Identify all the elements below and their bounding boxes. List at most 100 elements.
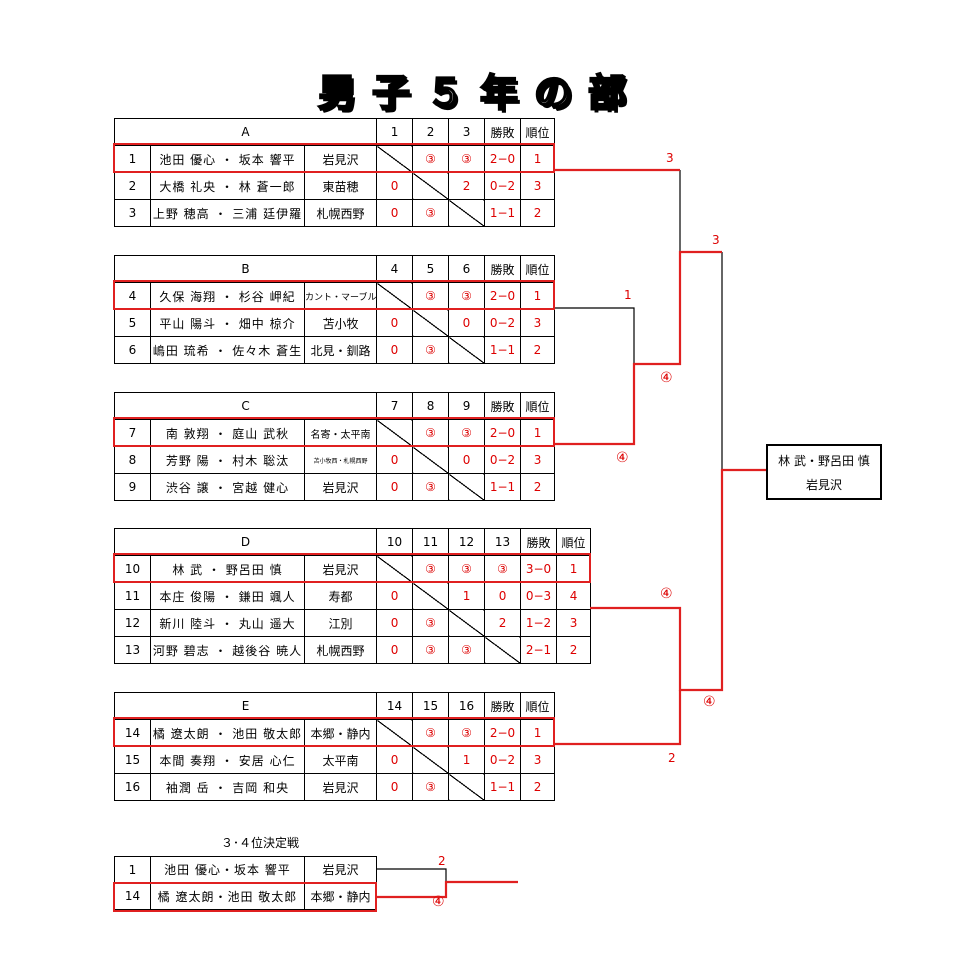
win-loss: 1−1	[484, 336, 521, 364]
match-column-header: 12	[448, 528, 486, 556]
entry-number: 10	[114, 555, 151, 583]
rank: 2	[520, 473, 556, 501]
entry-number: 14	[114, 882, 151, 910]
rank: 3	[520, 172, 556, 200]
champion-names: 林 武・野呂田 慎	[778, 454, 870, 468]
player-names: 池田 優心・坂本 響平	[150, 856, 305, 883]
club-name: 苫小牧西・札幌西野	[303, 446, 378, 474]
table-row: 1 池田 優心・坂本 響平 岩見沢	[114, 856, 377, 883]
club-name: カント・マーブル	[304, 282, 377, 310]
match-score: 0	[376, 446, 414, 474]
entry-number: 6	[114, 336, 151, 364]
score-c-r1: ④	[616, 450, 629, 466]
third-place-title: ３･４位決定戦	[220, 836, 299, 850]
match-column-header: 9	[448, 392, 486, 420]
club-name: 北見・釧路	[304, 336, 377, 364]
result-column-header: 勝敗	[484, 118, 522, 146]
match-score: ③	[412, 555, 450, 583]
match-cell-self	[376, 719, 414, 747]
match-score: 0	[376, 199, 414, 227]
match-cell-self	[448, 336, 485, 364]
rank: 1	[520, 145, 556, 173]
third-place-table: 1 池田 優心・坂本 響平 岩見沢 14 橘 遼太朗・池田 敬太郎 本郷・静内	[114, 856, 377, 910]
champion-box: 林 武・野呂田 慎 岩見沢	[766, 444, 882, 500]
match-cell-self	[448, 773, 486, 801]
match-cell-self	[412, 446, 450, 474]
player-names: 本間 奏翔 ・ 安居 心仁	[150, 746, 305, 774]
rank: 3	[520, 746, 556, 774]
result-column-header: 勝敗	[484, 255, 521, 283]
match-column-header: 15	[412, 692, 450, 720]
player-names: 林 武 ・ 野呂田 慎	[150, 555, 305, 583]
player-names: 嶋田 琉希 ・ 佐々木 蒼生	[150, 336, 305, 364]
match-cell-self	[448, 199, 486, 227]
bracket-line-c	[554, 250, 722, 446]
score-b-r1: 1	[624, 288, 632, 302]
group-label: B	[114, 255, 377, 283]
rank: 3	[556, 609, 592, 637]
match-column-header: 11	[412, 528, 450, 556]
entry-number: 1	[114, 856, 151, 883]
rank: 2	[520, 199, 556, 227]
result-column-header: 勝敗	[484, 692, 522, 720]
bracket-line-e-final	[554, 690, 682, 746]
bracket-line-third-win	[376, 880, 518, 899]
player-names: 南 敦翔 ・ 庭山 武秋	[150, 419, 305, 447]
bracket-line-third-top	[376, 868, 447, 882]
match-score: 0	[376, 473, 414, 501]
match-cell-self	[376, 282, 413, 310]
match-score: ③	[412, 609, 450, 637]
score-a-final: 3	[666, 151, 674, 165]
entry-number: 3	[114, 199, 151, 227]
group-label: D	[113, 528, 378, 556]
win-loss: 2−0	[484, 419, 522, 447]
rank: 3	[520, 309, 555, 337]
rank-column-header: 順位	[520, 118, 556, 146]
win-loss: 1−1	[484, 199, 522, 227]
club-name: 岩見沢	[303, 773, 378, 801]
group-label: E	[113, 692, 378, 720]
win-loss: 1−1	[484, 473, 522, 501]
match-cell-self	[448, 473, 486, 501]
rank: 2	[520, 773, 556, 801]
win-loss: 0−3	[520, 582, 558, 610]
win-loss: 0−2	[484, 446, 522, 474]
rank: 2	[520, 336, 555, 364]
match-score: 0	[376, 746, 414, 774]
match-cell-self	[412, 582, 450, 610]
club-name: 寿都	[303, 582, 378, 610]
match-cell-self	[448, 609, 486, 637]
score-e-final: 2	[668, 751, 676, 765]
player-names: 橘 遼太朗・池田 敬太郎	[150, 882, 305, 910]
match-cell-self	[412, 746, 450, 774]
score-bc: ④	[660, 370, 673, 386]
club-name: 札幌西野	[303, 636, 378, 664]
bracket-line-b	[554, 307, 635, 364]
entry-number: 2	[114, 172, 151, 200]
third-score-top: 2	[438, 854, 446, 868]
player-names: 河野 碧志 ・ 越後谷 暁人	[150, 636, 305, 664]
match-score: 0	[376, 582, 414, 610]
match-score: 2	[448, 172, 486, 200]
entry-number: 12	[114, 609, 151, 637]
match-column-header: 10	[376, 528, 414, 556]
rank-column-header: 順位	[520, 692, 556, 720]
win-loss: 2−0	[484, 145, 522, 173]
match-score: 0	[376, 636, 414, 664]
player-names: 久保 海翔 ・ 杉谷 岬紀	[150, 282, 305, 310]
page-title: 男子５年の部	[317, 70, 642, 116]
